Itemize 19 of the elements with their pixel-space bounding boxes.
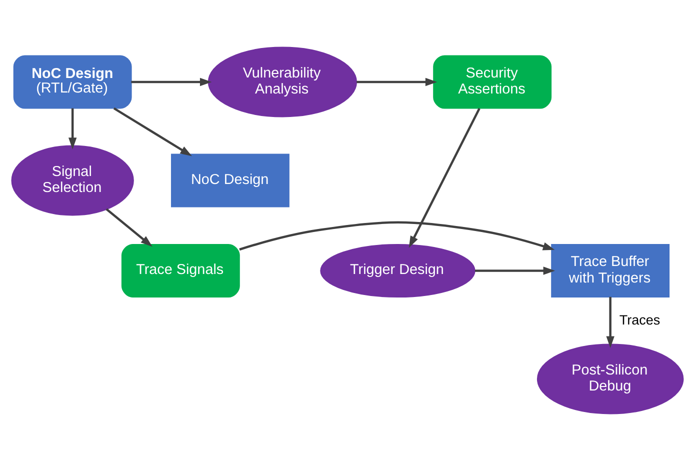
arrow — [606, 296, 614, 348]
node-ellipse: Signal Selection — [11, 145, 134, 216]
arrow — [68, 108, 77, 150]
edge-label: Traces — [619, 312, 660, 328]
arrow — [131, 78, 212, 86]
node-ellipse: Post-Silicon Debug — [536, 344, 684, 414]
node-ellipse: Trigger Design — [320, 244, 476, 298]
arrow — [356, 78, 438, 86]
arrow — [408, 108, 480, 248]
arrow — [239, 221, 555, 251]
node-box: Trace Buffer with Triggers — [551, 244, 670, 298]
node-box: Trace Signals — [121, 244, 240, 298]
arrow — [113, 107, 192, 156]
arrow — [474, 266, 556, 275]
node-box: Security Assertions — [433, 55, 552, 109]
arrow — [106, 208, 152, 247]
node-ellipse: Vulnerability Analysis — [208, 46, 358, 118]
node-box: NoC Design — [170, 154, 290, 208]
node-box: NoC Design (RTL/Gate) — [13, 55, 132, 109]
